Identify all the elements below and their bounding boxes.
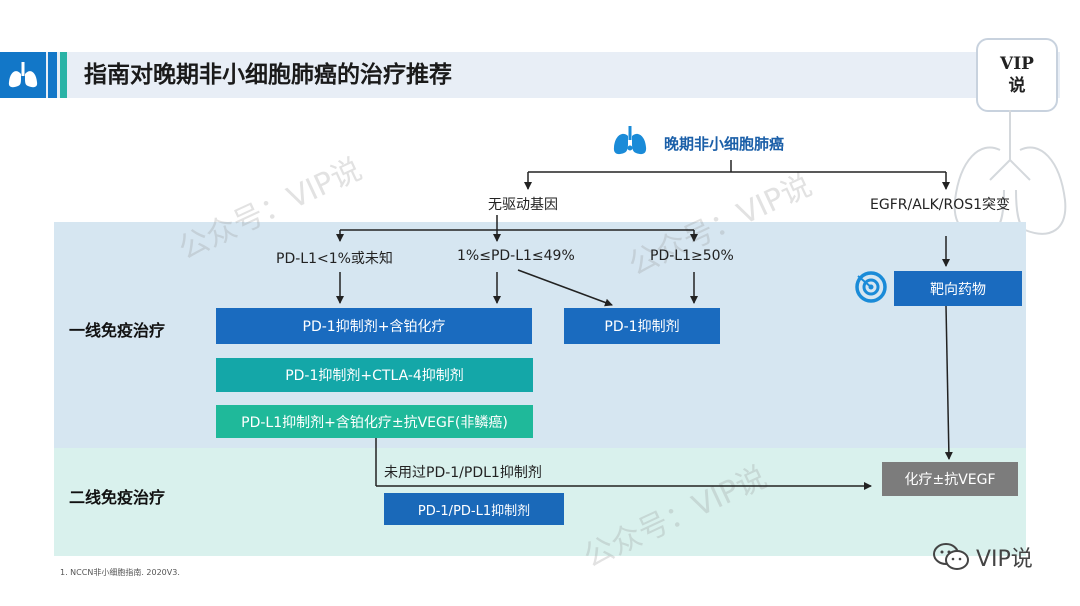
title-accent-teal <box>60 52 67 98</box>
no-driver-label: 无驱动基因 <box>488 197 558 213</box>
root-node-label: 晚期非小细胞肺癌 <box>664 135 785 153</box>
vip-logo: VIP 说 <box>976 38 1058 112</box>
second-line-pd1-box: PD-1/PD-L1抑制剂 <box>384 493 564 525</box>
wechat-mark: VIP说 <box>932 541 1033 573</box>
pd1-ctla4-box: PD-1抑制剂+CTLA-4抑制剂 <box>216 358 533 392</box>
lung-logo <box>0 52 46 98</box>
page-title: 指南对晚期非小细胞肺癌的治疗推荐 <box>84 62 452 88</box>
footnote: 1. NCCN非小细胞指南. 2020V3. <box>60 568 180 577</box>
wechat-icon <box>933 543 969 570</box>
lungs-icon <box>8 62 38 88</box>
pdl1-low-label: PD-L1<1%或未知 <box>276 251 393 267</box>
chemo-vegf-box: 化疗±抗VEGF <box>882 462 1018 496</box>
second-line-row-label: 二线免疫治疗 <box>69 488 166 507</box>
pdl1-high-label: PD-L1≥50% <box>650 248 734 264</box>
target-icon <box>855 271 887 303</box>
targeted-therapy-box: 靶向药物 <box>894 271 1022 306</box>
pd1-box: PD-1抑制剂 <box>564 308 720 344</box>
not-used-pd1-label: 未用过PD-1/PDL1抑制剂 <box>384 465 542 481</box>
wechat-label: VIP说 <box>976 547 1033 572</box>
root-lungs-icon-wrap <box>610 124 650 162</box>
logo-line-1: VIP <box>1000 54 1034 74</box>
pdl1-mid-label: 1%≤PD-L1≤49% <box>457 248 575 264</box>
logo-line-2: 说 <box>1008 76 1026 96</box>
pdl1-vegf-box: PD-L1抑制剂+含铂化疗±抗VEGF(非鳞癌) <box>216 405 533 438</box>
first-line-row-label: 一线免疫治疗 <box>69 321 166 340</box>
pd1-chemo-box: PD-1抑制剂+含铂化疗 <box>216 308 532 344</box>
lungs-icon <box>613 126 647 155</box>
title-bar <box>0 52 1060 98</box>
title-accent-blue <box>48 52 57 98</box>
mutation-label: EGFR/ALK/ROS1突变 <box>870 197 1011 213</box>
